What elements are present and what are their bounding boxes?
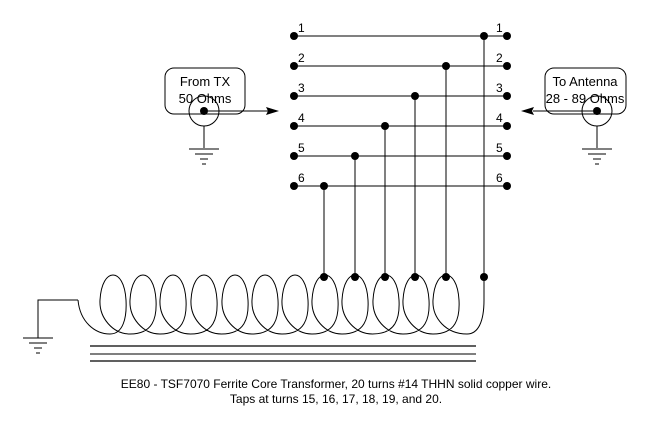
left-terminal[interactable] [290,92,298,100]
right-terminal-label: 2 [496,51,503,65]
left-terminal[interactable] [290,152,298,160]
right-terminal-label: 5 [496,141,503,155]
transformer-winding [77,274,485,335]
source-ground-icon [189,148,219,165]
caption-line-2: Taps at turns 15, 16, 17, 18, 19, and 20… [229,392,443,406]
ferrite-core [90,345,476,362]
left-terminal[interactable] [290,182,298,190]
left-terminal-label: 2 [298,51,305,65]
right-terminal[interactable] [503,62,511,70]
load-label-box: To Antenna 28 - 89 Ohms [544,67,627,115]
right-terminal-label: 3 [496,81,503,95]
right-terminal[interactable] [503,182,511,190]
left-terminal[interactable] [290,62,298,70]
load-ground-icon [582,148,612,165]
coil-tap-point [442,273,450,281]
coil-tap-point [351,273,359,281]
coil-ground-icon [23,337,53,354]
right-terminal-label: 1 [496,21,503,35]
left-terminal-label: 1 [298,21,305,35]
load-name: To Antenna [552,74,618,89]
arrow-left-icon [521,107,534,115]
right-terminal[interactable] [503,32,511,40]
source-name: From TX [180,74,231,89]
left-terminal-label: 4 [298,111,305,125]
source-coax-connector-icon [188,95,279,148]
arrow-right-icon [266,107,279,115]
right-terminal-label: 6 [496,171,503,185]
left-terminal-label: 3 [298,81,305,95]
left-terminal-label: 5 [298,141,305,155]
caption-line-1: EE80 - TSF7070 Ferrite Core Transformer,… [120,377,552,391]
load-coax-connector-icon [521,95,613,148]
left-terminal-label: 6 [298,171,305,185]
coil-ground-lead [37,299,78,338]
right-terminal[interactable] [503,122,511,130]
right-terminal[interactable] [503,152,511,160]
left-terminal[interactable] [290,122,298,130]
load-impedance: 28 - 89 Ohms [546,91,625,106]
coil-tap-point [381,273,389,281]
left-terminal[interactable] [290,32,298,40]
right-terminal-label: 4 [496,111,503,125]
right-terminal[interactable] [503,92,511,100]
source-impedance: 50 Ohms [179,91,232,106]
coil-tap-point [320,273,328,281]
source-label-box: From TX 50 Ohms [164,67,246,115]
coil-tap-point [411,273,419,281]
